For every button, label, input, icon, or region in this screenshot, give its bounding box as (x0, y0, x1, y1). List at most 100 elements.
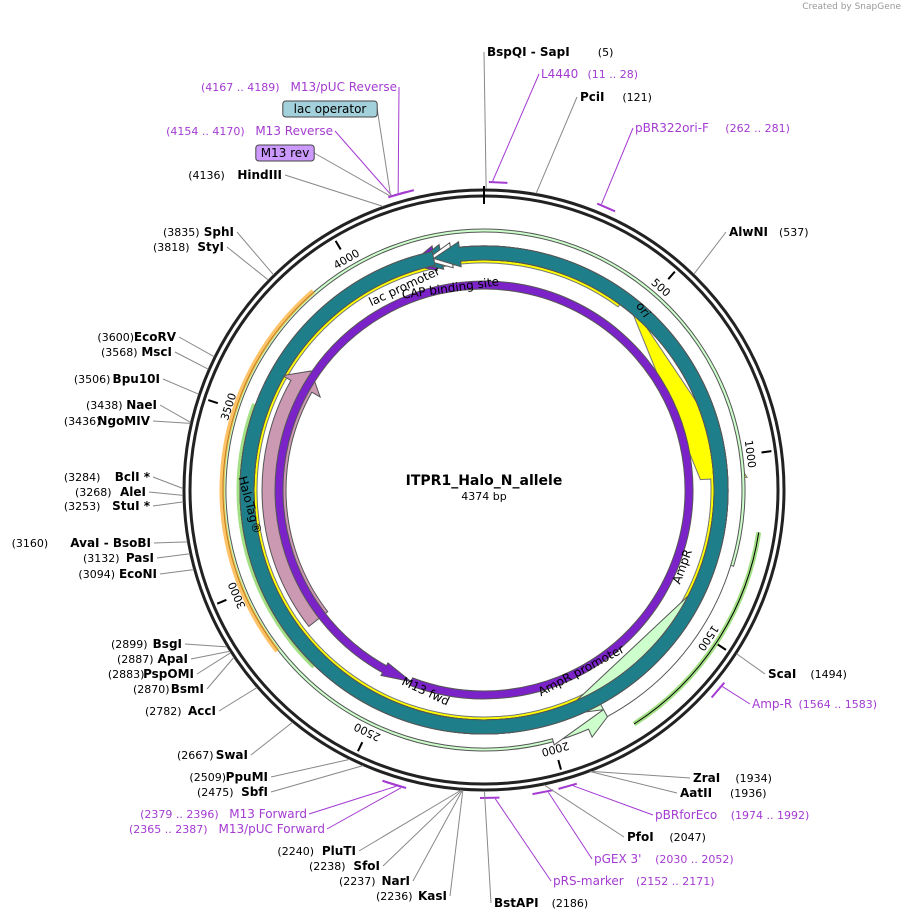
enzyme-31-label: StyI(3818) (153, 240, 224, 254)
enzyme-10-name: SfoI (353, 859, 380, 873)
lac-operator-label-text: lac operator (294, 102, 367, 116)
enzyme-26-name: NgoMIV (97, 414, 150, 428)
enzyme-22-name: AvaI - BsoBI (70, 536, 151, 550)
enzyme-18-pos: (2887) (117, 653, 154, 666)
halotag-arrow (261, 370, 329, 628)
enzyme-13-label: PpuMI(2509) (189, 770, 268, 784)
enzyme-18-label: ApaI(2887) (117, 652, 188, 666)
tick-mark-3500 (207, 399, 219, 405)
enzyme-16-name: BsmI (171, 682, 204, 696)
enzyme-16-leader (206, 657, 235, 690)
enzyme-11-leader (358, 789, 462, 852)
green-orf (236, 403, 316, 669)
enzyme-17-name: PspOMI (143, 667, 194, 681)
primer-6-label: M13 Forward(2379 .. 2396) (140, 807, 307, 821)
primer-6-leader (308, 785, 397, 815)
primer-2-mark (710, 682, 726, 699)
enzyme-11-label: PluTI(2240) (277, 844, 356, 858)
enzyme-16-label: BsmI(2870) (133, 682, 204, 696)
primer-1-range: (262 .. 281) (725, 122, 790, 135)
primer-3-mark (558, 782, 578, 790)
enzyme-3-pos: (1494) (810, 668, 847, 681)
primer-0-label: L4440(11 .. 28) (541, 67, 638, 81)
primer-5-name: pRS-marker (553, 874, 624, 888)
tick-mark-4000 (334, 240, 342, 250)
primer-6-range: (2379 .. 2396) (140, 808, 219, 821)
enzyme-23-pos: (3253) (64, 500, 101, 513)
enzyme-8-pos: (2236) (376, 890, 413, 903)
enzyme-15-label: AccI(2782) (145, 704, 216, 718)
enzyme-8-name: KasI (418, 889, 447, 903)
enzyme-19-label: BsgI (2899) (111, 637, 182, 651)
enzyme-21-pos: (3132) (83, 552, 120, 565)
enzyme-5-leader (590, 771, 678, 794)
primer-2-leader (722, 686, 751, 705)
enzyme-28-name: Bpu10I (113, 372, 160, 386)
enzyme-27-pos: (3438) (86, 399, 123, 412)
primer-8-leader (334, 130, 392, 196)
primer-1-name: pBR322ori-F (635, 121, 709, 135)
primer-5-leader (494, 798, 552, 882)
enzyme-12-pos: (2475) (197, 786, 234, 799)
enzyme-1-leader (535, 96, 578, 194)
enzyme-30-label: EcoRV(3600) (97, 330, 176, 344)
enzyme-0-leader (483, 51, 487, 190)
enzyme-26-pos: (3436) (64, 415, 101, 428)
enzyme-29-label: MscI(3568) (101, 345, 172, 359)
enzyme-30-pos: (3600) (97, 331, 134, 344)
tick-mark-1500 (717, 643, 727, 651)
enzyme-30-name: EcoRV (134, 330, 177, 344)
enzyme-14-leader (250, 721, 293, 756)
primer-7-range: (2365 .. 2387) (129, 823, 208, 836)
enzyme-29-leader (174, 351, 209, 370)
enzyme-15-leader (218, 687, 258, 712)
primer-9-label: M13/pUC Reverse(4167 .. 4189) (201, 80, 397, 94)
leader-lines (148, 51, 766, 904)
primer-4-mark (532, 789, 554, 796)
enzyme-20-pos: (3094) (78, 568, 115, 581)
enzyme-0-label: BspQI - SapI(5) (487, 45, 613, 59)
enzyme-4-leader (590, 770, 691, 779)
enzyme-13-pos: (2509) (189, 771, 226, 784)
enzyme-10-leader (382, 789, 463, 867)
enzyme-9-leader (412, 789, 463, 882)
enzyme-22-pos: (3160) (12, 537, 49, 550)
enzyme-19-name: BsgI (153, 637, 182, 651)
enzyme-26-label: NgoMIV(3436) (64, 414, 151, 428)
enzyme-12-label: SbfI (2475) (197, 785, 268, 799)
primer-1-mark (596, 202, 616, 213)
snapgene-credit: Created by SnapGene (802, 2, 901, 12)
enzyme-20-label: EcoNI (3094) (78, 567, 157, 581)
tick-label-1000: 1000 (742, 439, 759, 468)
enzyme-25-pos: (3284) (64, 471, 101, 484)
enzyme-27-name: NaeI (126, 398, 157, 412)
primer-1-label: pBR322ori-F (262 .. 281) (635, 121, 790, 135)
enzyme-3-leader (736, 653, 766, 675)
enzyme-29-pos: (3568) (101, 346, 138, 359)
enzyme-20-name: EcoNI (119, 567, 157, 581)
enzyme-11-name: PluTI (322, 844, 356, 858)
enzyme-3-name: ScaI (768, 667, 796, 681)
primer-5-label: pRS-marker(2152 .. 2171) (553, 874, 715, 888)
enzyme-4-label: ZraI(1934) (693, 771, 772, 785)
enzyme-12-name: SbfI (241, 785, 268, 799)
primer-4-label: pGEX 3'(2030 .. 2052) (594, 852, 734, 866)
primer-4-range: (2030 .. 2052) (655, 853, 734, 866)
enzyme-32-label: SphI(3835) (163, 225, 234, 239)
lac-operator-label-leader (376, 108, 391, 196)
enzyme-31-name: StyI (197, 240, 224, 254)
primer-3-leader (573, 785, 654, 816)
tick-mark-2500 (357, 741, 364, 752)
enzyme-21-leader (156, 553, 190, 559)
enzyme-19-pos: (2899) (111, 638, 148, 651)
enzyme-33-leader (284, 174, 384, 207)
enzyme-25-label: BclI *(3284) (64, 470, 151, 484)
enzyme-21-name: PasI (126, 551, 154, 565)
enzyme-24-pos: (3268) (75, 486, 112, 499)
primer-2-label: Amp-R(1564 .. 1583) (752, 697, 877, 711)
plasmid-name: ITPR1_Halo_N_allele (406, 473, 563, 489)
plasmid-size: 4374 bp (461, 490, 506, 503)
enzyme-24-name: AleI (120, 485, 146, 499)
site-labels: BspQI - SapI(5)PciI(121)AlwNI(537)ScaI(1… (12, 45, 877, 910)
orange-orf-top (223, 289, 315, 446)
